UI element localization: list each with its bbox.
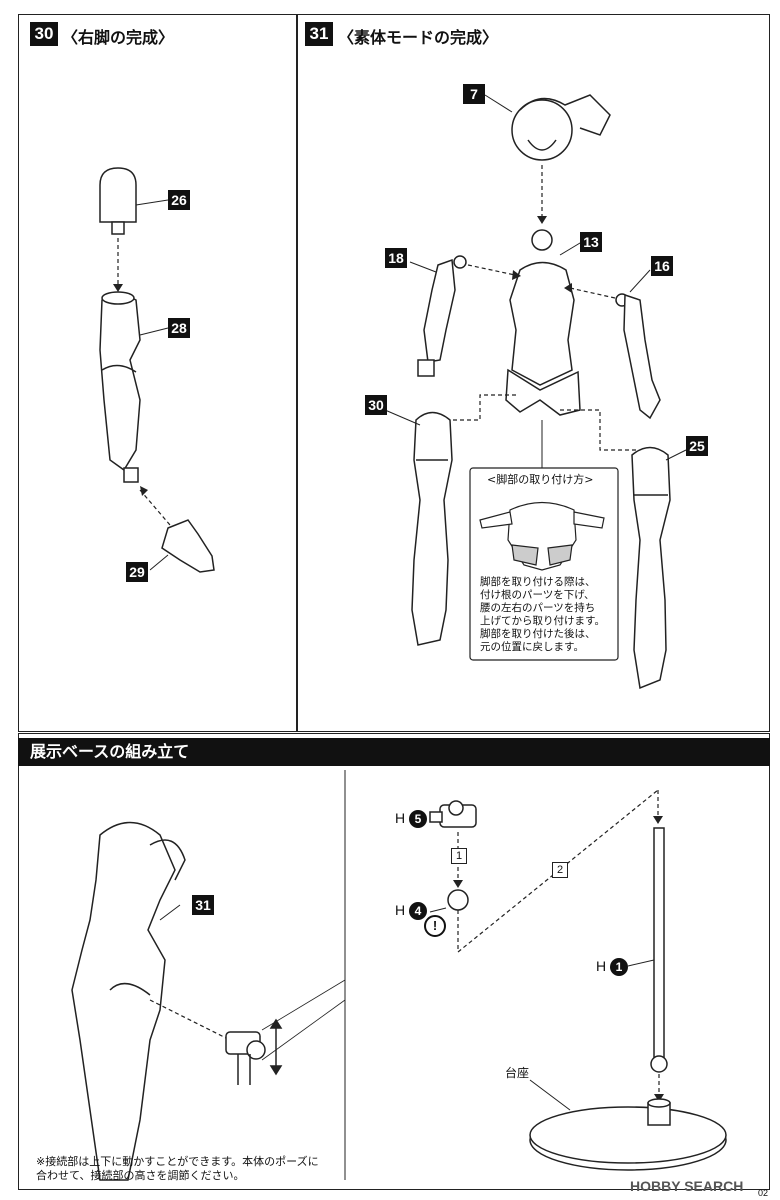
figure-31-drawing — [71, 821, 231, 1181]
base-note: ※接続部は上下に動かすことができます。本体のポーズに 合わせて、接続部の高さを調… — [36, 1155, 319, 1182]
part-tag-29: 29 — [126, 562, 148, 582]
part-tag-16: 16 — [651, 256, 673, 276]
h5-letter: H — [395, 810, 406, 826]
part-tag-25: 25 — [686, 436, 708, 456]
step-box-1: 1 — [451, 848, 467, 864]
pedestal-drawing — [529, 1079, 727, 1171]
part-16-drawing — [615, 269, 661, 420]
pedestal-label: 台座 — [505, 1066, 530, 1080]
inset-title: <脚部の取り付け方> — [487, 473, 594, 486]
part-h1-drawing — [627, 827, 668, 1073]
part-tag-31: 31 — [192, 895, 214, 915]
torso-drawing — [505, 229, 586, 416]
base-section-banner: 展示ベースの組み立て — [18, 738, 770, 766]
watermark: HOBBY SEARCH — [630, 1178, 744, 1194]
page-number: 02 — [758, 1188, 769, 1198]
part-29-drawing — [149, 519, 215, 573]
caution-icon: ! — [424, 915, 446, 937]
part-h5-drawing — [429, 800, 477, 828]
h4-number: 4 — [409, 902, 427, 920]
step31-number: 31 — [305, 22, 333, 46]
part-tag-13: 13 — [580, 232, 602, 252]
part-30-drawing — [384, 409, 453, 646]
part-tag-7: 7 — [463, 84, 485, 104]
step30-panel — [18, 14, 298, 732]
base-panel — [18, 733, 770, 1190]
part-tag-18: 18 — [385, 248, 407, 268]
h1-number: 1 — [610, 958, 628, 976]
part-28-drawing — [99, 291, 169, 483]
part-18-drawing — [409, 255, 467, 377]
h4-letter: H — [395, 902, 406, 918]
h1-letter: H — [596, 958, 607, 974]
step-box-2: 2 — [552, 862, 568, 878]
part-tag-26: 26 — [168, 190, 190, 210]
inset-text: 脚部を取り付ける際は、 付け根のパーツを下げ、 腰の左右のパーツを持ち 上げてか… — [480, 576, 605, 653]
h5-number: 5 — [409, 810, 427, 828]
joint-zoom-drawing — [225, 979, 346, 1085]
part-7-drawing — [484, 94, 611, 161]
part-25-drawing — [631, 446, 687, 690]
step30-title: 〈右脚の完成〉 — [62, 28, 175, 47]
inset-hip-drawing — [479, 501, 605, 571]
step31-title: 〈素体モードの完成〉 — [338, 28, 499, 47]
part-26-drawing — [99, 167, 169, 235]
step30-number: 30 — [30, 22, 58, 46]
part-tag-30: 30 — [365, 395, 387, 415]
step31-panel — [296, 14, 770, 732]
part-tag-28: 28 — [168, 318, 190, 338]
part-h4-drawing — [429, 889, 469, 913]
